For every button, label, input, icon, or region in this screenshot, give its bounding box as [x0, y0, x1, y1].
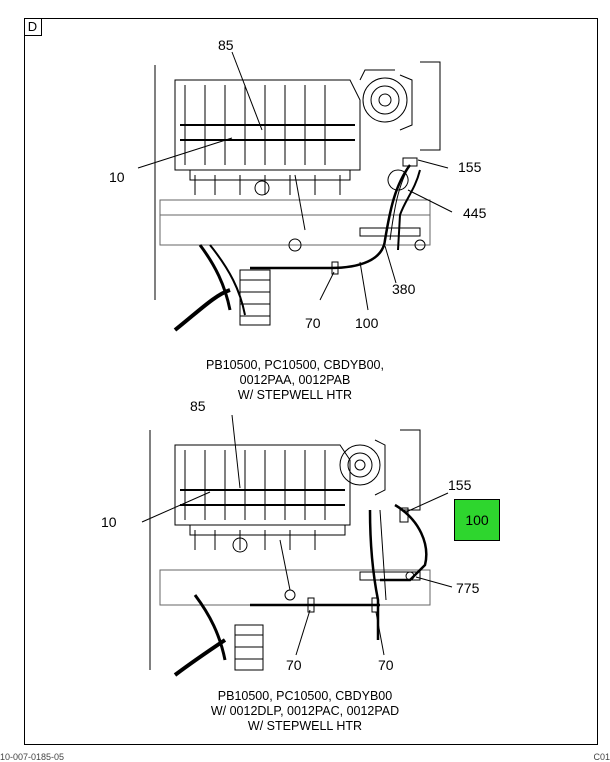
callouts-top: 85 10 155 445 380 70 100 [109, 37, 487, 331]
engine-illustration-bottom [149, 429, 431, 677]
callout-70a-bottom: 70 [286, 657, 302, 673]
callout-155-bottom: 155 [448, 477, 472, 493]
callout-155-top: 155 [458, 159, 482, 175]
engine-illustration-top [154, 61, 441, 332]
callout-10-bottom: 10 [101, 514, 117, 530]
callout-85-bottom: 85 [190, 398, 206, 414]
diagram-frame [24, 18, 598, 745]
callout-775-bottom: 775 [456, 580, 480, 596]
callout-380-top: 380 [392, 281, 416, 297]
callout-85-top: 85 [218, 37, 234, 53]
callout-100-top: 100 [355, 315, 379, 331]
caption-bottom-line-2: W/ 0012DLP, 0012PAC, 0012PAD [210, 704, 400, 718]
footer-part-number: 10-007-0185-05 [0, 752, 65, 762]
highlighted-callout-100[interactable]: 100 [454, 499, 500, 541]
leader-lines-bottom [141, 414, 453, 656]
caption-top: PB10500, PC10500, CBDYB00, 0012PAA, 0012… [145, 358, 445, 403]
callout-10-top: 10 [109, 169, 125, 185]
footer-code: C01 [593, 752, 610, 762]
caption-bottom-line-3: W/ STEPWELL HTR [247, 719, 363, 733]
callout-70b-bottom: 70 [378, 657, 394, 673]
caption-bottom-line-1: PB10500, PC10500, CBDYB00 [217, 689, 393, 703]
callouts-bottom: 85 10 155 775 70 70 [101, 398, 480, 673]
view-tag: D [24, 18, 42, 36]
caption-bottom: PB10500, PC10500, CBDYB00 W/ 0012DLP, 00… [155, 689, 455, 734]
callout-70-top: 70 [305, 315, 321, 331]
caption-top-line-1: PB10500, PC10500, CBDYB00, [206, 358, 384, 372]
callout-445-top: 445 [463, 205, 487, 221]
caption-top-line-2: 0012PAA, 0012PAB [239, 373, 351, 387]
leader-lines-top [137, 51, 453, 311]
caption-top-line-3: W/ STEPWELL HTR [237, 388, 353, 402]
